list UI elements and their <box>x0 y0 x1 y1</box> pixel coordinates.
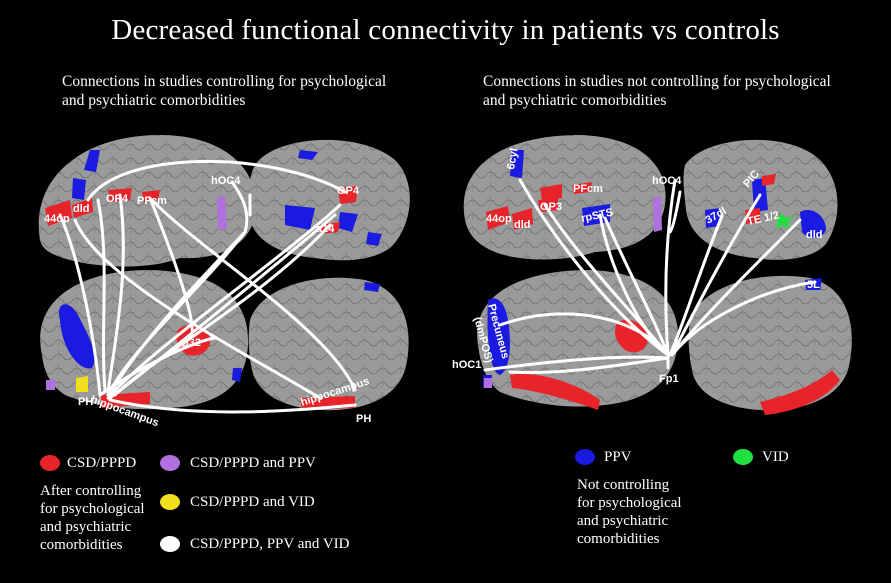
right-ppv-regions <box>483 150 826 388</box>
legend-csd-label: CSD/PPPD <box>67 455 137 471</box>
legend-vid-swatch <box>733 449 753 465</box>
label-op4-left: OP4 <box>106 193 129 205</box>
label-44op-right: 44op <box>486 213 512 225</box>
left-connections <box>58 160 357 414</box>
legend-csd-ppv-label: CSD/PPPD and PPV <box>190 455 316 471</box>
legend-after-note: After controlling for psychological and … <box>40 483 145 553</box>
label-44op-left: 44op <box>44 213 70 225</box>
right-vid-region <box>772 212 794 230</box>
legend-csd-all-label: CSD/PPPD, PPV and VID <box>190 536 350 552</box>
label-5l: 5L <box>807 279 820 291</box>
page-title: Decreased functional connectivity in pat… <box>111 14 780 46</box>
label-hoc1: hOC1 <box>452 359 481 371</box>
label-6cyl: 6cyl <box>505 147 521 170</box>
left-brain-medial-right <box>248 277 409 411</box>
legend-csd-vid-label: CSD/PPPD and VID <box>190 494 315 510</box>
legend-ppv-label: PPV <box>604 449 632 465</box>
label-p32: p32 <box>182 337 201 349</box>
legend-ppv-swatch <box>575 449 595 465</box>
legend-csd-ppv-swatch <box>160 455 180 471</box>
legend-csd-swatch <box>40 455 60 471</box>
left-brain-medial-left <box>40 270 249 410</box>
right-connections <box>483 178 817 375</box>
label-op4-right: OP4 <box>337 185 360 197</box>
left-panel-title: Connections in studies controlling for p… <box>62 73 387 109</box>
label-dld-left: dld <box>73 203 90 215</box>
legend-vid-label: VID <box>762 449 789 465</box>
legend-not-note: Not controlling for psychological and ps… <box>577 477 682 547</box>
label-fp1: Fp1 <box>659 373 679 385</box>
label-pfcm-right: PFcm <box>573 183 603 195</box>
left-csd-vid-region <box>76 376 88 392</box>
label-ph-1: PH <box>78 396 93 408</box>
left-csd-ppv-region-2 <box>46 380 56 390</box>
left-brain-lateral-right <box>247 139 410 261</box>
legend-csd-all-swatch <box>160 536 180 552</box>
label-pfcm-left: PFcm <box>137 195 167 207</box>
label-hoc4-right: hOC4 <box>652 175 682 187</box>
right-brain-lateral-left <box>463 135 666 260</box>
legend-csd-vid-swatch <box>160 494 180 510</box>
right-panel-title: Connections in studies not controlling f… <box>483 73 831 109</box>
label-op3: OP3 <box>540 201 562 213</box>
right-csd-ppv-region <box>653 196 662 232</box>
label-dld-right: dld <box>514 219 531 231</box>
label-dld-right-2: dld <box>806 229 823 241</box>
label-a14: a14 <box>316 223 335 235</box>
label-ph-2: PH <box>356 413 371 425</box>
label-hoc4-left: hOC4 <box>211 175 241 187</box>
left-ppv-regions <box>59 150 382 382</box>
right-csd-ppv-region-2 <box>484 378 492 388</box>
left-csd-ppv-region <box>217 196 227 230</box>
